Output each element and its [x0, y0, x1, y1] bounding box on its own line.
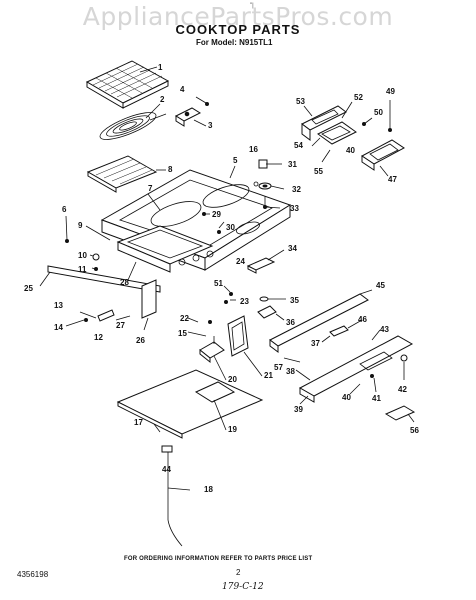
bar-45: [269, 289, 373, 353]
figure-number: 4356198: [17, 570, 49, 579]
callout-label: 39: [294, 405, 303, 414]
callout-label: 46: [358, 315, 367, 324]
callout-label: 14: [54, 323, 63, 332]
burner-box-7: [116, 225, 214, 273]
callout-label: 43: [380, 325, 389, 334]
grate-1: [85, 60, 170, 109]
callout-label: 45: [376, 281, 385, 290]
bracket-21: [227, 315, 249, 357]
callout-label: 3: [208, 121, 213, 130]
callout-label: 55: [314, 167, 323, 176]
callout-label: 20: [228, 375, 237, 384]
callout-label: 6: [62, 205, 67, 214]
callout-label: 8: [168, 165, 173, 174]
callout-label: 36: [286, 318, 295, 327]
callout-label: 5: [233, 156, 238, 165]
terminal-3: [174, 107, 202, 127]
fasteners-right: [258, 159, 285, 209]
callout-label: 7: [148, 184, 153, 193]
callout-label: 26: [136, 336, 145, 345]
callout-label: 31: [288, 160, 297, 169]
ordering-note: FOR ORDERING INFORMATION REFER TO PARTS …: [124, 556, 313, 562]
callout-label: 12: [94, 333, 103, 342]
callout-label: 25: [24, 284, 33, 293]
callout-label: 35: [290, 296, 299, 305]
bracket-34: [246, 249, 285, 274]
upper-right-components: [301, 100, 405, 171]
model-subtitle: For Model: N915TL1: [196, 38, 273, 47]
bar-lower: [298, 335, 414, 403]
grille-8: [86, 155, 158, 193]
scan-mark: "|: [250, 3, 254, 9]
watermark: AppliancePartsPros.com: [82, 2, 394, 31]
handwritten-code: 179-C-12: [222, 582, 264, 592]
callout-label: 2: [160, 95, 165, 104]
callout-label: 52: [354, 93, 363, 102]
control-parts-left: [65, 279, 157, 331]
callout-label: 32: [292, 185, 301, 194]
center-fasteners: [223, 285, 286, 321]
callout-label: 22: [180, 314, 189, 323]
callout-label: 23: [240, 297, 249, 306]
rod-18: [161, 445, 191, 547]
callout-label: 38: [286, 367, 295, 376]
callout-label: 41: [372, 394, 381, 403]
callout-label: 30: [226, 223, 235, 232]
callout-label: 47: [388, 175, 397, 184]
bar-brackets: [283, 319, 363, 363]
callout-label: 19: [228, 425, 237, 434]
callout-label: 24: [236, 257, 245, 266]
callout-label: 42: [398, 385, 407, 394]
callout-label: 11: [78, 265, 87, 274]
callout-label: 28: [120, 278, 129, 287]
diagram-title: COOKTOP PARTS: [175, 22, 301, 37]
left-fasteners: [65, 215, 111, 271]
callout-label: 57: [274, 363, 283, 372]
trim-25: [39, 265, 161, 293]
callout-label: 16: [249, 145, 258, 154]
callout-label: 17: [134, 418, 143, 427]
callout-label: 40: [342, 393, 351, 402]
callout-label: 50: [374, 108, 383, 117]
callout-label: 21: [264, 371, 273, 380]
callout-label: 29: [212, 210, 221, 219]
callout-label: 27: [116, 321, 125, 330]
callout-label: 1: [158, 63, 163, 72]
switch-assembly: [187, 317, 225, 364]
callout-label: 51: [214, 279, 223, 288]
callout-label: 44: [162, 465, 171, 474]
callout-label: 37: [311, 339, 320, 348]
callout-label: 10: [78, 251, 87, 260]
element-2: [99, 112, 167, 140]
callout-label: 34: [288, 244, 297, 253]
callout-label: 9: [78, 221, 83, 230]
page-number: 2: [236, 568, 241, 577]
callout-label: 53: [296, 97, 305, 106]
callout-label: 49: [386, 87, 395, 96]
screws-29-30: [202, 212, 225, 234]
callout-label: 13: [54, 301, 63, 310]
callout-labels: 1 2 3 4 5 6 7 8 9 10 11 12 13 14 15 16 1…: [24, 63, 419, 494]
callout-label: 15: [178, 329, 187, 338]
callout-label: 40: [346, 146, 355, 155]
screw-4: [195, 96, 209, 106]
bottom-panel-17: [116, 369, 264, 439]
callout-label: 4: [180, 85, 185, 94]
callout-label: 33: [290, 204, 299, 213]
plate-56: [384, 405, 416, 423]
callout-label: 18: [204, 485, 213, 494]
callout-label: 56: [410, 426, 419, 435]
callout-label: 54: [294, 141, 303, 150]
